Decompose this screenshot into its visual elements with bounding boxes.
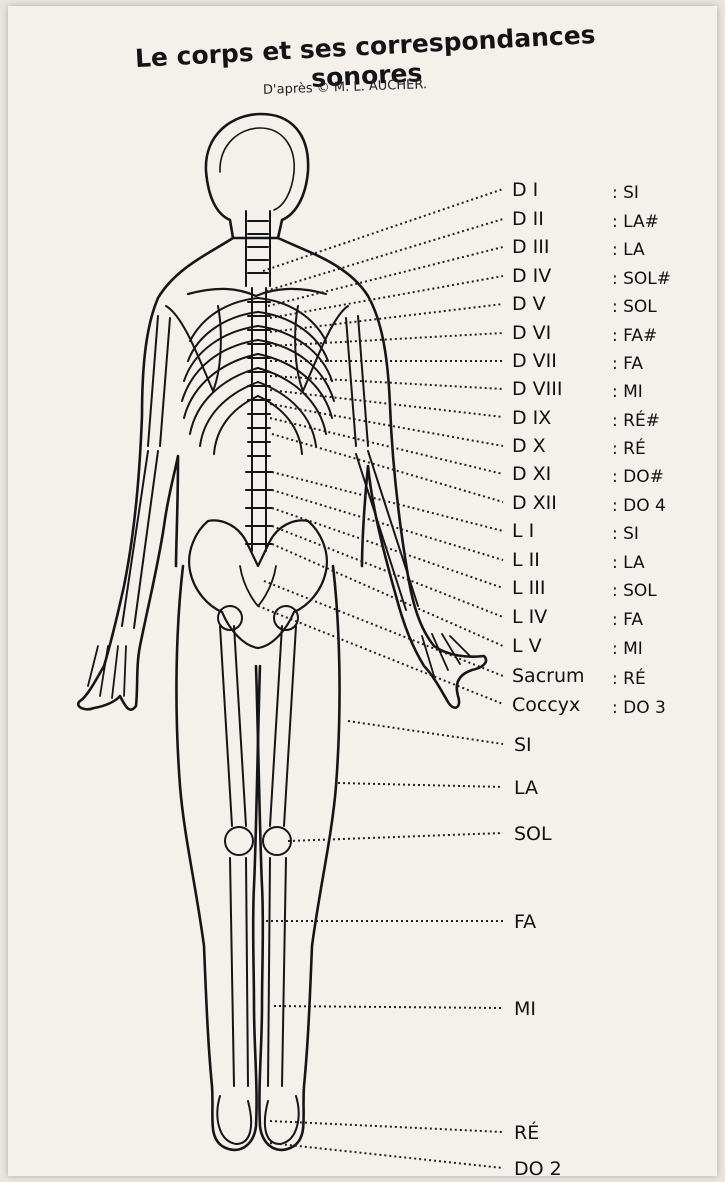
skeleton-drawing	[78, 114, 486, 1150]
leg-note-label: DO 2	[514, 1158, 562, 1176]
note-label: : LA	[612, 240, 645, 260]
skeleton-figure: D I D II D III D IV D V D VI D VII D VII…	[8, 6, 717, 1176]
note-label: : MI	[612, 382, 643, 402]
note-label: : FA	[612, 354, 643, 374]
leg-note-label: RÉ	[514, 1121, 539, 1144]
note-label: : SI	[612, 524, 639, 544]
vertebra-labels: D I D II D III D IV D V D VI D VII D VII…	[512, 179, 585, 716]
vertebra-label: D II	[512, 208, 544, 230]
vertebra-label: L IV	[512, 606, 547, 628]
vertebra-label: L I	[512, 520, 534, 542]
leg-note-label: LA	[514, 777, 538, 799]
vertebra-label: D IV	[512, 265, 551, 287]
note-label: : RÉ	[612, 667, 646, 689]
vertebra-label: Coccyx	[512, 694, 580, 716]
note-label: : SOL	[612, 581, 657, 601]
vertebra-label: D X	[512, 435, 546, 457]
note-label: : MI	[612, 639, 643, 659]
vertebra-label: D III	[512, 236, 549, 258]
book-page: Le corps et ses correspondances sonores …	[8, 6, 717, 1176]
note-labels: : SI : LA# : LA : SOL# : SOL : FA# : FA …	[612, 183, 671, 718]
leg-note-label: SI	[514, 734, 532, 756]
vertebra-label: L III	[512, 577, 545, 599]
leg-note-labels: SI LA SOL FA MI RÉ DO 2	[514, 734, 562, 1176]
note-label: : RÉ	[612, 437, 646, 459]
vertebra-label: L II	[512, 549, 540, 571]
note-label: : SOL#	[612, 269, 671, 289]
note-label: : SI	[612, 183, 639, 203]
vertebra-label: D V	[512, 293, 546, 315]
note-label: : SOL	[612, 297, 657, 317]
vertebra-label: L V	[512, 635, 542, 657]
vertebra-label: D XI	[512, 463, 551, 485]
vertebra-label: D VII	[512, 350, 557, 372]
ribcage	[182, 298, 334, 454]
vertebra-label: D XII	[512, 492, 557, 514]
leg-note-label: SOL	[514, 823, 552, 845]
vertebra-label: D IX	[512, 407, 551, 429]
note-label: : FA#	[612, 326, 657, 346]
vertebra-label: D I	[512, 179, 538, 201]
note-label: : FA	[612, 610, 643, 630]
note-label: : RÉ#	[612, 409, 660, 431]
note-label: : LA#	[612, 212, 659, 232]
leg-note-label: FA	[514, 911, 536, 933]
note-label: : DO 4	[612, 496, 666, 516]
vertebra-label: D VIII	[512, 378, 562, 400]
vertebra-label: D VI	[512, 322, 551, 344]
vertebra-label: Sacrum	[512, 665, 585, 687]
leg-note-label: MI	[514, 998, 536, 1020]
note-label: : LA	[612, 553, 645, 573]
note-label: : DO 3	[612, 698, 666, 718]
note-label: : DO#	[612, 467, 664, 487]
body-outline-right	[278, 238, 486, 708]
